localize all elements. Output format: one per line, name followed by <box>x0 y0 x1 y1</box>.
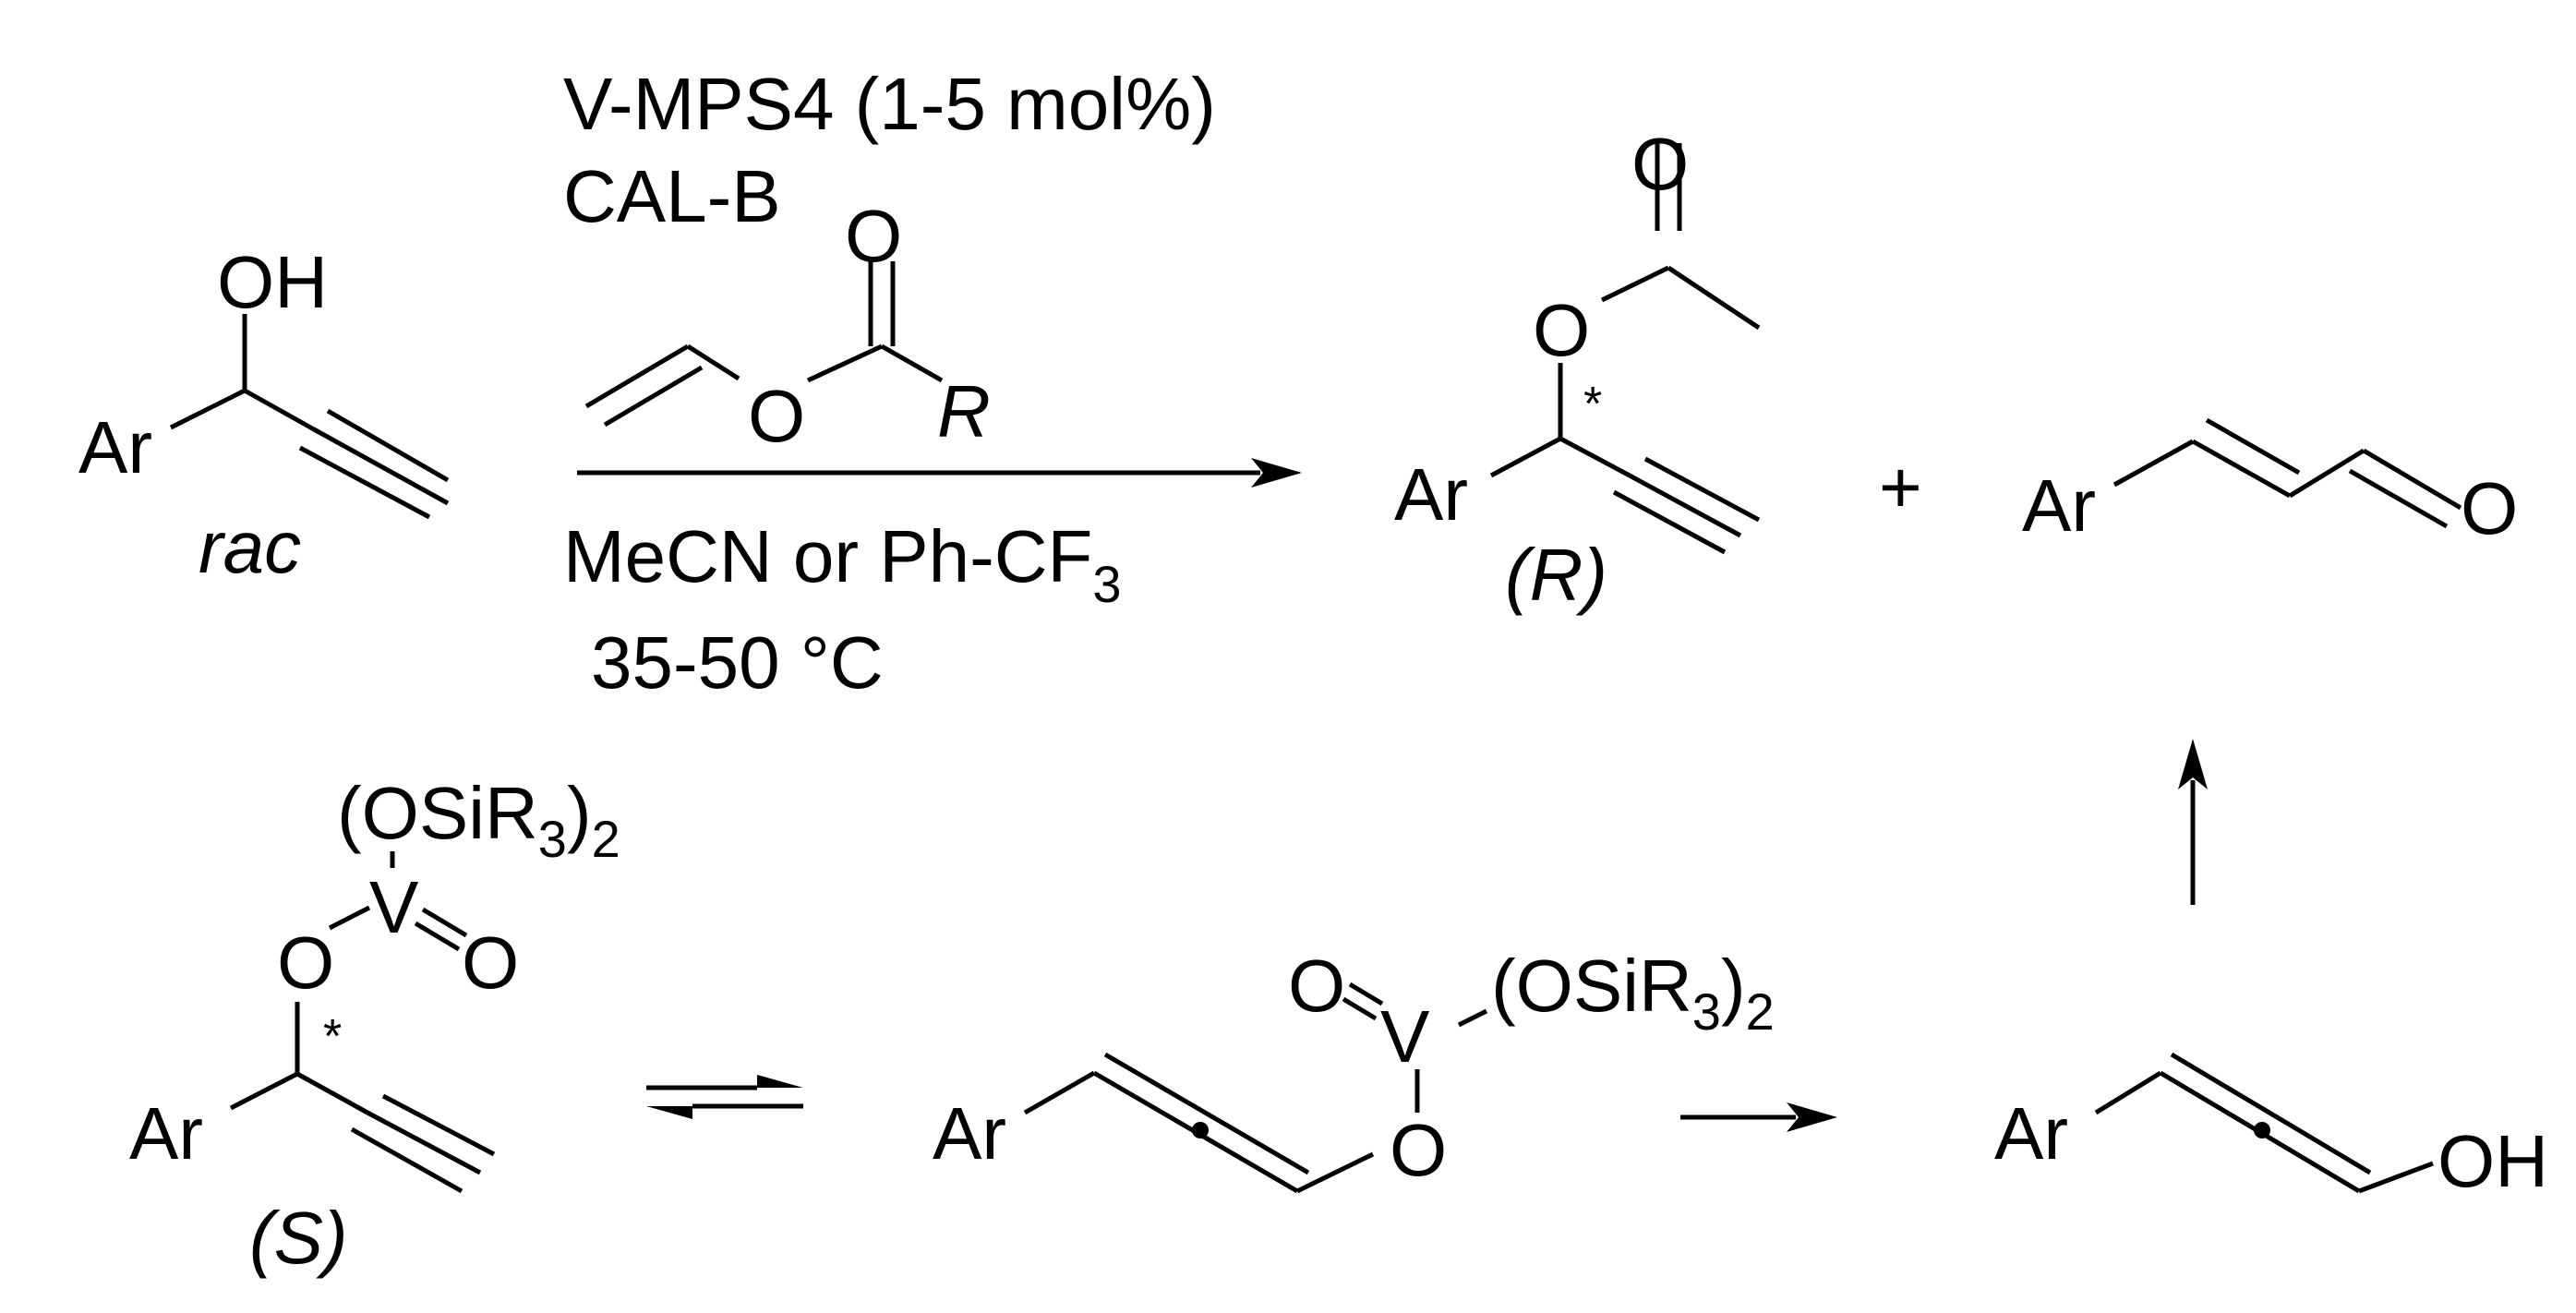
ester-carbonyl-o: O <box>845 195 902 277</box>
s-label: (S) <box>249 1197 348 1279</box>
s-vanadate-ester-structure: (OSiR3)2 V O O * Ar (S) <box>129 772 620 1279</box>
catalyst-label: V-MPS4 (1-5 mol%) <box>563 63 1216 145</box>
oh-label: OH <box>2438 1120 2548 1202</box>
oxo-oxygen: O <box>462 922 519 1004</box>
enal-product-structure: Ar O <box>2022 417 2518 549</box>
vinyl-ester-structure: O O R <box>584 195 991 457</box>
ar-label: Ar <box>1994 1092 2068 1174</box>
stereocenter-asterisk: * <box>1583 378 1602 431</box>
enzyme-label: CAL-B <box>563 155 781 237</box>
r-acetate-product-structure: O O * Ar (R) <box>1394 123 1761 616</box>
ester-oxygen: O <box>748 375 805 457</box>
main-reaction-arrow <box>577 458 1302 488</box>
oh-label: OH <box>217 241 328 323</box>
hydrolysis-arrow <box>1680 1102 1837 1132</box>
equilibrium-arrows <box>646 1075 803 1119</box>
plus-sign: + <box>1879 446 1922 528</box>
oxo-oxygen: O <box>1288 945 1345 1027</box>
vanadium-label: V <box>1380 995 1430 1078</box>
vanadate-oxygen: O <box>1390 1109 1447 1191</box>
ar-label: Ar <box>129 1092 203 1174</box>
stereocenter-asterisk: * <box>323 1010 342 1064</box>
acetate-carbonyl-o: O <box>1631 123 1689 205</box>
ar-label: Ar <box>2022 464 2096 547</box>
ligand-label: (OSiR3)2 <box>337 772 620 868</box>
solvent-label: MeCN or Ph-CF3 <box>563 515 1122 613</box>
ar-label: Ar <box>78 406 152 488</box>
aldehyde-oxygen: O <box>2461 467 2518 549</box>
allenyl-vanadate-structure: O V (OSiR3)2 O Ar <box>933 945 1775 1194</box>
ar-label: Ar <box>933 1092 1006 1174</box>
ligand-label: (OSiR3)2 <box>1491 945 1775 1041</box>
allenol-structure: Ar OH <box>1994 1052 2548 1202</box>
vanadium-label: V <box>369 866 419 948</box>
tautomerization-arrow <box>2178 739 2208 905</box>
temperature-label: 35-50 °C <box>591 621 884 704</box>
racemic-alcohol-structure: OH Ar rac <box>78 241 450 588</box>
r-label: (R) <box>1505 534 1607 616</box>
rac-label: rac <box>199 506 301 588</box>
vanadate-oxygen: O <box>277 922 334 1004</box>
ester-r-group: R <box>937 370 991 452</box>
acetate-oxygen: O <box>1533 289 1590 371</box>
ar-label: Ar <box>1394 453 1468 536</box>
